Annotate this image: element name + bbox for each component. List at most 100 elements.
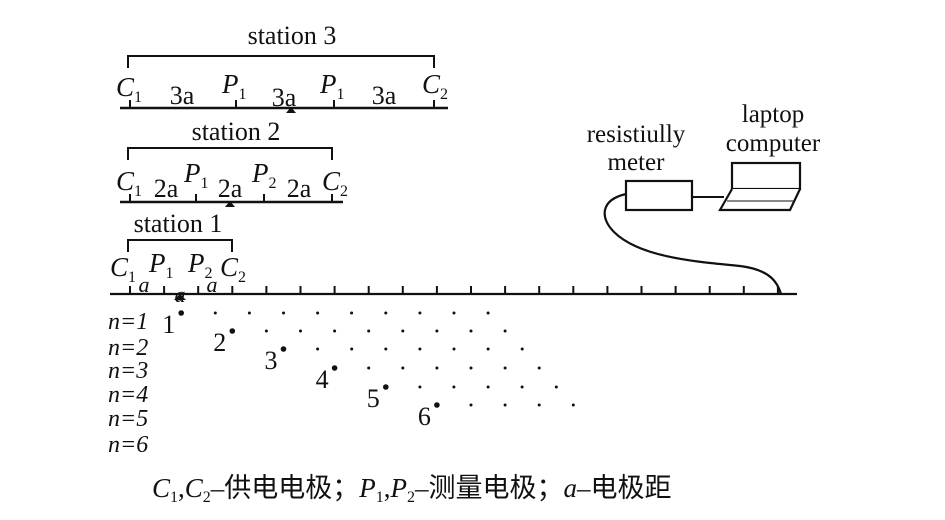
measurement-point — [486, 347, 490, 351]
measurement-point — [350, 347, 354, 351]
measurement-point — [537, 403, 541, 407]
station-point-n5 — [383, 384, 389, 390]
measurement-point — [469, 403, 473, 407]
measurement-point — [554, 385, 558, 389]
resistivity-meter-box — [624, 179, 694, 212]
measurement-point — [418, 385, 422, 389]
measurement-point — [503, 403, 507, 407]
point-number-label-2: 2 — [213, 328, 226, 357]
level-label-n4: n=4 — [108, 382, 148, 408]
measurement-point — [401, 329, 405, 333]
measurement-point — [435, 329, 439, 333]
measurement-point — [333, 329, 337, 333]
measurement-point — [299, 329, 302, 333]
meter-label-line1: resistiully — [587, 121, 686, 148]
station-3-center-marker — [286, 107, 296, 113]
station-1-title: station 1 — [134, 209, 223, 238]
station-2-spacing-1: 2a — [154, 174, 179, 203]
measurement-point — [503, 366, 507, 370]
meter-ground-cable — [603, 192, 783, 295]
point-number-label-5: 5 — [367, 384, 380, 413]
level-label-n3: n=3 — [108, 358, 148, 384]
electrode-ticks — [129, 286, 779, 294]
level-label-n1: n=1 — [108, 309, 148, 335]
station-1-electrode-p1: P1 — [148, 248, 174, 282]
point-number-label-1: 1 — [162, 310, 175, 339]
measurement-point — [452, 347, 456, 351]
station-2-electrode-c1: C1 — [116, 166, 142, 200]
point-number-label-4: 4 — [316, 365, 329, 394]
station-2-electrode-c2: C2 — [322, 166, 348, 200]
station-3: station 3 C1 3a P1 3a P1 3a C2 — [116, 21, 448, 113]
station-1: station 1 C1 P1 P2 C2 a a a — [110, 209, 246, 307]
meter-label-line2: meter — [608, 149, 666, 176]
laptop-label-line2: computer — [726, 130, 821, 157]
ground-marker-station1 — [174, 294, 186, 300]
station-2: station 2 C1 2a P1 2a P2 2a C2 — [116, 117, 348, 207]
measurement-point — [367, 366, 371, 370]
level-labels: n=1 n=2 n=3 n=4 n=5 n=6 — [108, 309, 148, 458]
level-label-n6: n=6 — [108, 432, 148, 458]
station-1-electrode-p2: P2 — [187, 248, 213, 282]
station-3-electrode-p2: P1 — [319, 69, 345, 103]
measurement-point — [486, 385, 490, 389]
station-2-bracket — [127, 147, 333, 160]
station-2-spacing-2: 2a — [218, 174, 243, 203]
station-3-bracket — [127, 55, 435, 68]
station-1-spacing-2: a — [175, 282, 186, 307]
measurement-point — [486, 311, 490, 315]
station-point-n4 — [331, 365, 338, 371]
station-3-electrode-c2: C2 — [422, 69, 448, 103]
measurement-point — [520, 385, 524, 389]
station-point-n3 — [280, 346, 287, 352]
measurement-point — [435, 366, 439, 370]
station-3-spacing-1: 3a — [170, 81, 195, 110]
measurement-point — [469, 366, 473, 370]
station-point-n1 — [178, 310, 184, 316]
legend-caption: C1,C2–供电电极；P1,P2–测量电极；a–电极距 — [152, 473, 672, 506]
ground-surface — [110, 286, 797, 300]
measurement-point — [571, 403, 575, 407]
level-label-n5: n=5 — [108, 406, 148, 432]
measurement-point — [401, 366, 405, 370]
measurement-point — [418, 347, 422, 351]
measurement-point — [282, 311, 285, 315]
measurement-point — [503, 329, 507, 333]
station-3-electrode-p1: P1 — [221, 69, 247, 103]
station-2-center-marker — [225, 201, 235, 207]
station-1-electrode-c2: C2 — [220, 252, 246, 286]
measurement-point — [316, 311, 320, 315]
station-3-electrode-c1: C1 — [116, 72, 142, 106]
station-2-spacing-3: 2a — [287, 174, 312, 203]
level-label-n2: n=2 — [108, 335, 148, 361]
pseudo-section-points: 1 2 3 4 5 6 — [162, 310, 575, 431]
measurement-point — [418, 311, 422, 315]
equipment: resistiully meter laptop computer — [587, 101, 821, 295]
station-1-bracket — [127, 239, 233, 252]
measurement-point — [537, 366, 541, 370]
point-number-label-3: 3 — [265, 346, 278, 375]
station-1-spacing-3: a — [207, 272, 218, 297]
measurement-point — [350, 311, 354, 315]
station-point-n6 — [434, 402, 440, 408]
station-3-title: station 3 — [248, 21, 337, 50]
measurement-point — [384, 311, 388, 315]
measurement-point — [213, 311, 217, 315]
station-2-electrode-p2: P2 — [251, 158, 277, 192]
station-3-spacing-3: 3a — [372, 81, 397, 110]
measurement-point — [367, 329, 371, 333]
laptop-icon — [718, 161, 802, 212]
laptop-label-line1: laptop — [742, 101, 805, 128]
measurement-point — [316, 347, 320, 351]
station-point-n2 — [229, 328, 236, 334]
measurement-point — [264, 329, 268, 333]
station-1-spacing-1: a — [139, 272, 150, 297]
point-number-label-6: 6 — [418, 402, 431, 431]
station-1-electrode-c1: C1 — [110, 252, 136, 286]
measurement-point — [469, 329, 473, 333]
station-2-electrode-p1: P1 — [183, 158, 209, 192]
measurement-point — [520, 347, 524, 351]
station-2-title: station 2 — [192, 117, 281, 146]
measurement-point — [247, 311, 251, 315]
